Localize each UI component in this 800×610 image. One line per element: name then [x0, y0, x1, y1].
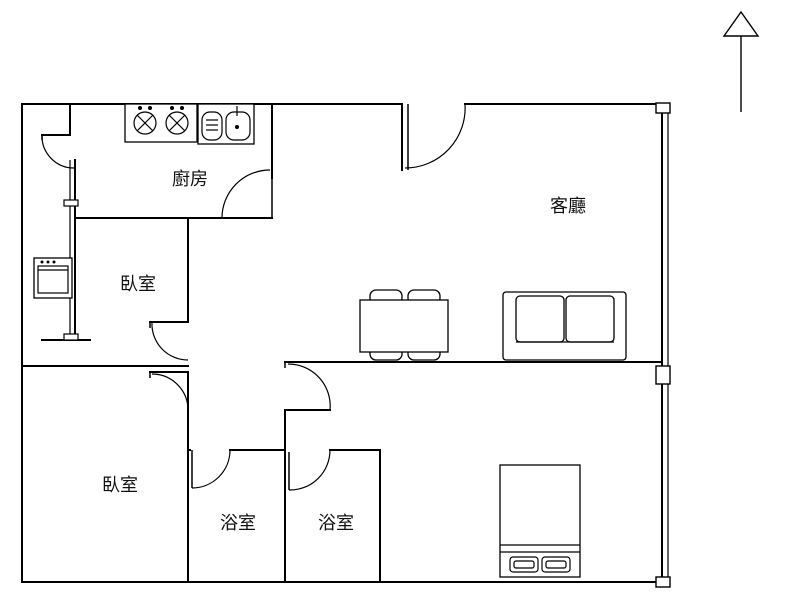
doors [41, 103, 466, 491]
exterior-walls [21, 103, 669, 583]
room-label-bedroom-small: 臥室 [120, 274, 156, 295]
room-label-bathroom-1: 浴室 [220, 513, 256, 534]
bed-icon [499, 464, 581, 578]
north-arrow-icon [722, 10, 760, 112]
dining-table-icon [359, 289, 449, 361]
interior-walls [21, 103, 663, 583]
column-markers [655, 102, 671, 588]
room-label-kitchen: 廚房 [172, 168, 208, 190]
stove-icon [124, 103, 198, 143]
room-label-bedroom-large: 臥室 [102, 475, 138, 496]
room-label-bathroom-2: 浴室 [318, 513, 354, 534]
oven-icon [33, 257, 73, 299]
room-label-living-room: 客廳 [550, 196, 586, 217]
sofa-icon [502, 291, 627, 361]
sink-icon [197, 103, 255, 145]
